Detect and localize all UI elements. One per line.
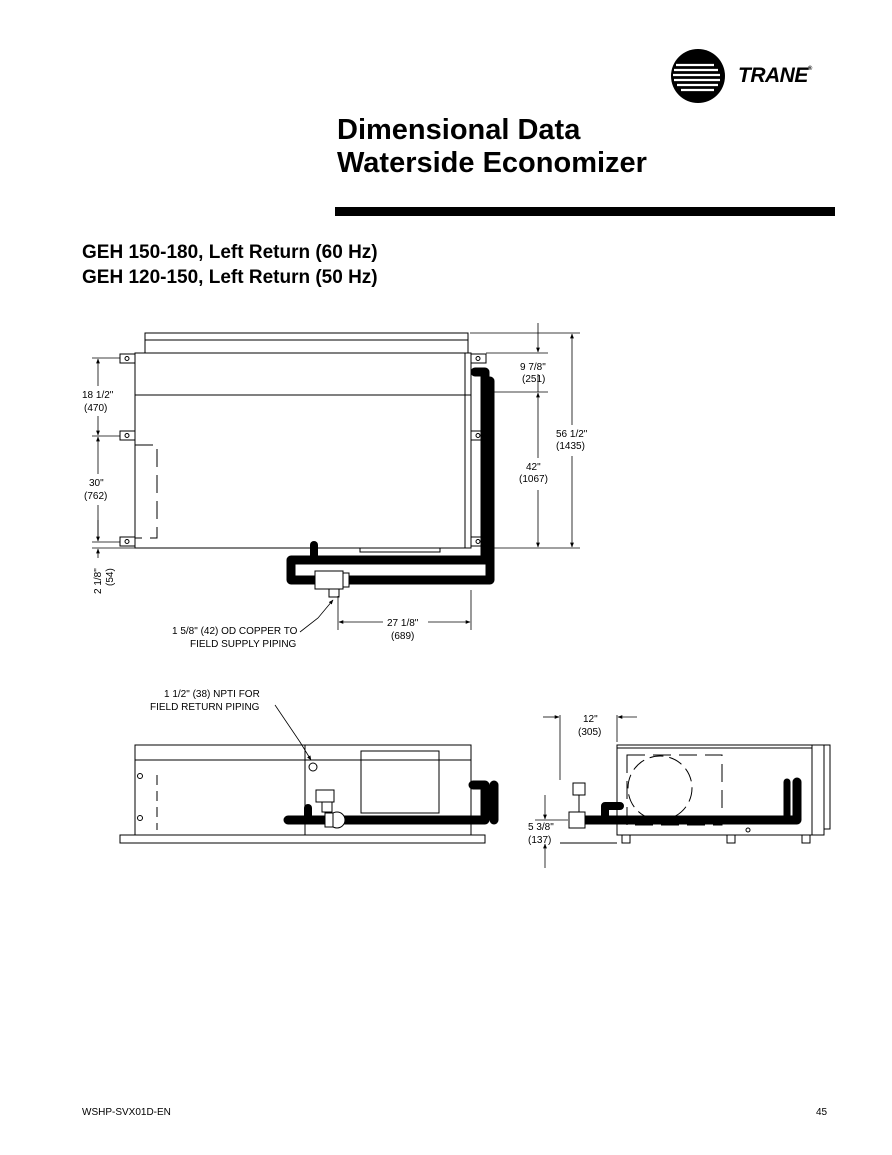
dim-5-3-8: 5 3/8": [528, 822, 554, 833]
supply-callout-line-1: 1 5/8" (42) OD COPPER TO: [172, 626, 298, 637]
dim-762: (762): [84, 491, 107, 502]
front-view-leader: [274, 704, 312, 761]
page-title: Dimensional Data Waterside Economizer: [337, 114, 647, 180]
title-line-2: Waterside Economizer: [337, 147, 647, 179]
title-line-1: Dimensional Data: [337, 114, 581, 146]
subtitle-line-2: GEH 120-150, Left Return (50 Hz): [82, 267, 378, 288]
return-callout-line-2: FIELD RETURN PIPING: [150, 702, 260, 713]
subtitle-line-1: GEH 150-180, Left Return (60 Hz): [82, 242, 378, 263]
dim-42: 42": [526, 462, 541, 473]
dim-470: (470): [84, 403, 107, 414]
side-view-valve: [568, 782, 586, 829]
dim-27-1-8: 27 1/8": [387, 618, 419, 629]
trane-logo-mark-icon: [671, 49, 725, 103]
callout-labels: 1 5/8" (42) OD COPPER TO FIELD SUPPLY PI…: [150, 626, 298, 713]
brand-name: TRANE®: [738, 64, 812, 87]
dim-18-1-2: 18 1/2": [82, 390, 114, 401]
side-view-dimensions: [535, 715, 637, 868]
return-valve: [315, 789, 346, 829]
dimension-labels: 9 7/8" (251) 56 1/2" (1435) 42" (1067) 1…: [82, 362, 601, 846]
section-subtitle: GEH 150-180, Left Return (60 Hz) GEH 120…: [82, 240, 378, 290]
return-callout-line-1: 1 1/2" (38) NPTI FOR: [164, 689, 260, 700]
dim-1435: (1435): [556, 441, 585, 452]
title-rule: [335, 207, 835, 216]
dim-56-1-2: 56 1/2": [556, 429, 588, 440]
dim-54: (54): [105, 568, 116, 586]
top-view-top-panel: [144, 332, 469, 354]
footer-page-number: 45: [816, 1107, 828, 1118]
dim-305: (305): [578, 727, 601, 738]
top-view-piping: [286, 367, 495, 585]
side-view-piping: [575, 777, 802, 825]
trane-logo: TRANE®: [670, 48, 830, 104]
front-view: [119, 744, 486, 844]
supply-callout-line-2: FIELD SUPPLY PIPING: [190, 639, 297, 650]
dim-1067: (1067): [519, 474, 548, 485]
dim-9-7-8: 9 7/8": [520, 362, 546, 373]
top-view-dimensions: [92, 323, 580, 633]
dim-30: 30": [89, 478, 104, 489]
supply-valve: [314, 570, 350, 598]
side-view: [560, 744, 831, 844]
dim-2-1-8: 2 1/8": [93, 568, 104, 594]
top-view: [119, 332, 487, 553]
top-view-cabinet: [134, 352, 472, 549]
front-view-piping: [283, 780, 499, 825]
dim-689: (689): [391, 631, 414, 642]
dim-251: (251): [522, 374, 545, 385]
dim-12: 12": [583, 714, 598, 725]
footer-doc-id: WSHP-SVX01D-EN: [82, 1107, 171, 1118]
dim-137: (137): [528, 835, 551, 846]
